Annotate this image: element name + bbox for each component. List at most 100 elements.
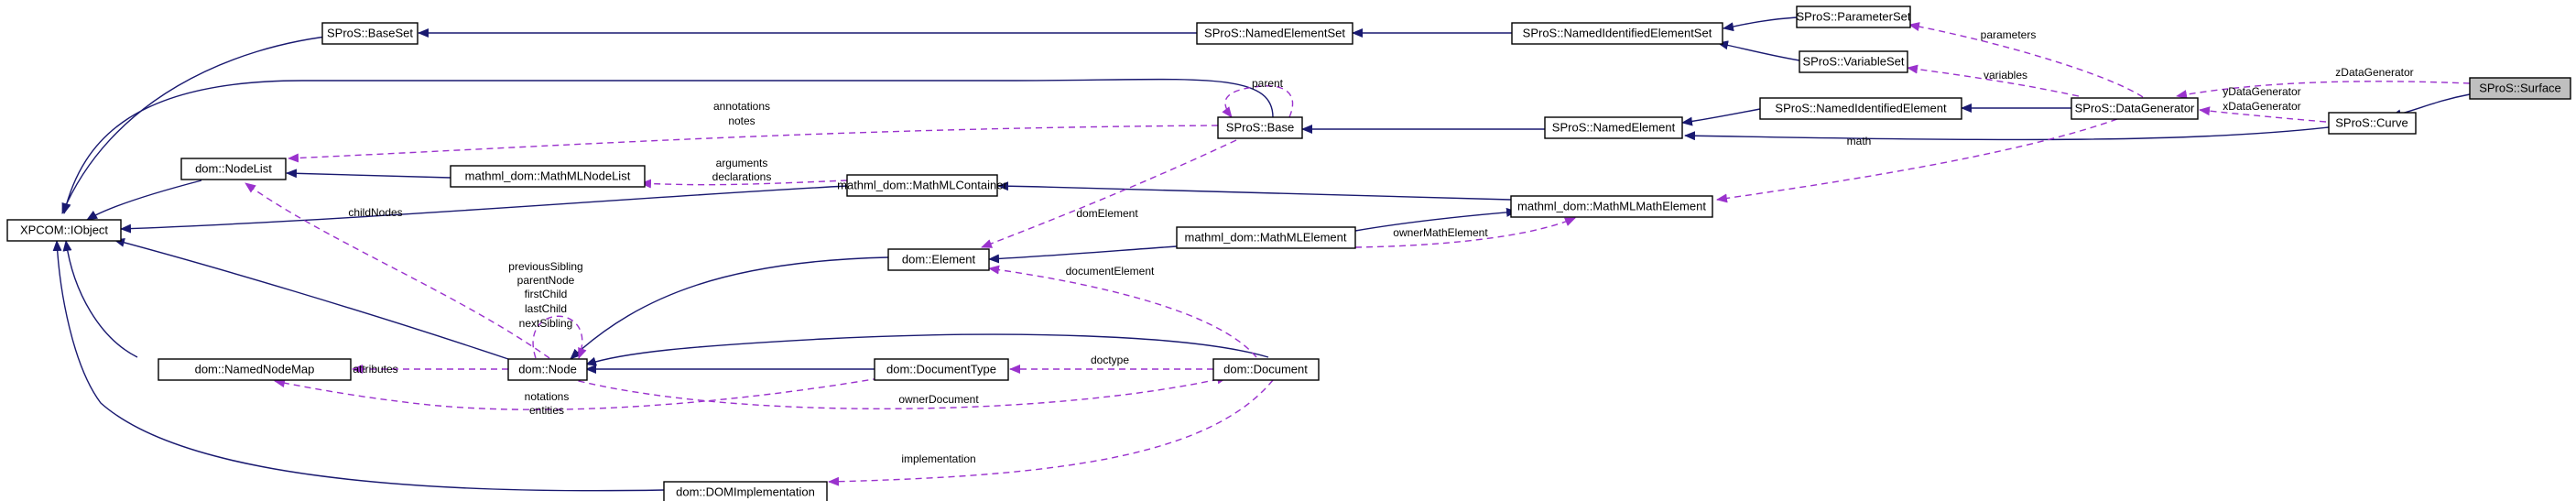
label-firstchild: firstChild	[525, 288, 568, 300]
label-arguments: arguments	[716, 157, 768, 169]
node-label: SProS::NamedElement	[1552, 120, 1676, 134]
node-label: mathml_dom::MathMLNodeList	[465, 169, 631, 182]
edge-ownerdocument	[567, 375, 1228, 409]
node-label: dom::Document	[1223, 362, 1308, 376]
label-declarations: declarations	[712, 170, 772, 183]
edge-parent	[1222, 85, 1294, 118]
node-label: mathml_dom::MathMLElement	[1184, 230, 1346, 244]
usage-edges	[245, 22, 2471, 486]
edge-element-to-node	[570, 256, 889, 360]
edge-math	[1716, 118, 2118, 203]
node-sp-namedidentifiedelement[interactable]: SProS::NamedIdentifiedElement	[1759, 97, 1962, 120]
label-parent: parent	[1252, 77, 1284, 90]
edge-mathmlcontainer-to-iobject	[120, 185, 848, 234]
label-variables: variables	[1984, 69, 2027, 82]
label-notes: notes	[728, 114, 755, 127]
label-ydatagenerator: yDataGenerator	[2223, 85, 2300, 98]
node-sp-namedelement[interactable]: SProS::NamedElement	[1544, 116, 1683, 139]
edge-node-to-iobject	[114, 238, 509, 360]
node-label: SProS::DataGenerator	[2075, 101, 2195, 114]
edge-document-to-node	[585, 333, 1269, 366]
edge-sibling-self	[532, 315, 587, 359]
edge-nodelist-to-iobject	[86, 180, 202, 221]
label-xdatagenerator: xDataGenerator	[2223, 100, 2300, 113]
label-lastchild: lastChild	[525, 302, 567, 315]
edge-curve-to-namedelement	[1684, 126, 2330, 141]
label-nextsibling: nextSibling	[519, 317, 573, 330]
label-zdatagenerator: zDataGenerator	[2335, 66, 2413, 79]
edge-ownermathelement	[1354, 217, 1576, 248]
node-label: dom::Element	[902, 252, 976, 266]
node-label: SProS::NamedIdentifiedElement	[1775, 101, 1947, 114]
edge-variableset-to-namedidentifiedelementset	[1717, 40, 1800, 61]
node-label: SProS::Curve	[2335, 115, 2408, 129]
edge-notations-entities	[274, 377, 880, 410]
edge-mathmlelement-to-mathmlmathelement	[1354, 207, 1517, 232]
label-documentelement: documentElement	[1066, 265, 1155, 278]
node-dom-document[interactable]: dom::Document	[1212, 358, 1320, 381]
edge-mathmlnodelist-to-nodelist	[286, 169, 451, 179]
edge-domelement	[981, 139, 1237, 248]
node-label: SProS::NamedIdentifiedElementSet	[1523, 26, 1712, 39]
edge-implementation	[828, 379, 1274, 486]
edge-mathmlelement-to-element	[988, 245, 1178, 264]
node-sp-base[interactable]: SProS::Base	[1217, 116, 1303, 139]
edge-parameters	[1908, 22, 2144, 98]
label-entities: entities	[529, 404, 564, 417]
edge-domimpl-to-iobject	[52, 240, 665, 492]
node-dom-node[interactable]: dom::Node	[507, 358, 588, 381]
node-dom-element[interactable]: dom::Element	[887, 248, 990, 271]
node-sp-curve[interactable]: SProS::Curve	[2328, 112, 2417, 135]
node-sp-baseset[interactable]: SProS::BaseSet	[321, 22, 418, 45]
node-label: dom::NodeList	[195, 161, 272, 175]
edge-parameterset-to-namedidentifiedelementset	[1723, 16, 1798, 32]
edge-namednodemap-to-iobject	[62, 240, 138, 358]
edge-variables	[1907, 64, 2080, 97]
edge-childnodes	[245, 182, 550, 359]
node-label: SProS::NamedElementSet	[1204, 26, 1345, 39]
label-math: math	[1847, 135, 1872, 147]
node-mathml-dom-mathmlmathelement[interactable]: mathml_dom::MathMLMathElement	[1510, 195, 1713, 218]
node-label: dom::DOMImplementation	[676, 485, 815, 498]
edge-documentelement	[988, 265, 1257, 358]
node-label: mathml_dom::MathMLMathElement	[1517, 199, 1706, 212]
node-label: SProS::ParameterSet	[1797, 9, 1911, 23]
edge-annotations-notes	[288, 125, 1219, 163]
label-childnodes: childNodes	[348, 206, 402, 219]
node-sp-surface[interactable]: SProS::Surface	[2469, 77, 2571, 100]
node-dom-namednodemap[interactable]: dom::NamedNodeMap	[158, 358, 352, 381]
label-attributes: attributes	[353, 363, 397, 376]
node-label: SProS::Base	[1226, 120, 1294, 134]
label-previoussibling: previousSibling	[508, 260, 582, 273]
label-parentnode: parentNode	[517, 274, 575, 287]
node-label: SProS::BaseSet	[327, 26, 413, 39]
node-dom-nodelist[interactable]: dom::NodeList	[180, 158, 287, 180]
label-implementation: implementation	[901, 452, 975, 465]
node-sp-datagenerator[interactable]: SProS::DataGenerator	[2071, 97, 2199, 120]
node-mathml-dom-mathmlnodelist[interactable]: mathml_dom::MathMLNodeList	[450, 165, 646, 188]
label-annotations: annotations	[713, 100, 770, 113]
edge-arguments-declarations	[640, 179, 848, 189]
edge-mathmlmathelement-to-mathmlcontainer	[997, 181, 1512, 201]
node-dom-domimplementation[interactable]: dom::DOMImplementation	[663, 481, 828, 501]
inheritance-edges	[52, 16, 2471, 492]
label-ownermathelement: ownerMathElement	[1393, 226, 1488, 239]
node-dom-documenttype[interactable]: dom::DocumentType	[874, 358, 1009, 381]
node-sp-variableset[interactable]: SProS::VariableSet	[1799, 50, 1908, 73]
node-label: dom::Node	[518, 362, 577, 376]
node-label: SProS::Surface	[2479, 81, 2561, 94]
edge-labels: parent annotations notes arguments decla…	[348, 28, 2413, 465]
label-parameters: parameters	[1981, 28, 2037, 41]
label-doctype: doctype	[1091, 354, 1129, 366]
node-xpcom-iobject[interactable]: XPCOM::IObject	[6, 219, 122, 242]
label-notations: notations	[525, 390, 570, 403]
node-sp-namedelementset[interactable]: SProS::NamedElementSet	[1196, 22, 1353, 45]
node-mathml-dom-mathmlcontainer[interactable]: mathml_dom::MathMLContainer	[837, 174, 1008, 197]
label-domelement: domElement	[1076, 207, 1138, 220]
node-label: dom::DocumentType	[886, 362, 996, 376]
node-label: dom::NamedNodeMap	[195, 362, 315, 376]
node-mathml-dom-mathmlelement[interactable]: mathml_dom::MathMLElement	[1176, 226, 1356, 249]
node-sp-namedidentifiedelementset[interactable]: SProS::NamedIdentifiedElementSet	[1511, 22, 1723, 45]
node-sp-parameterset[interactable]: SProS::ParameterSet	[1796, 5, 1911, 28]
